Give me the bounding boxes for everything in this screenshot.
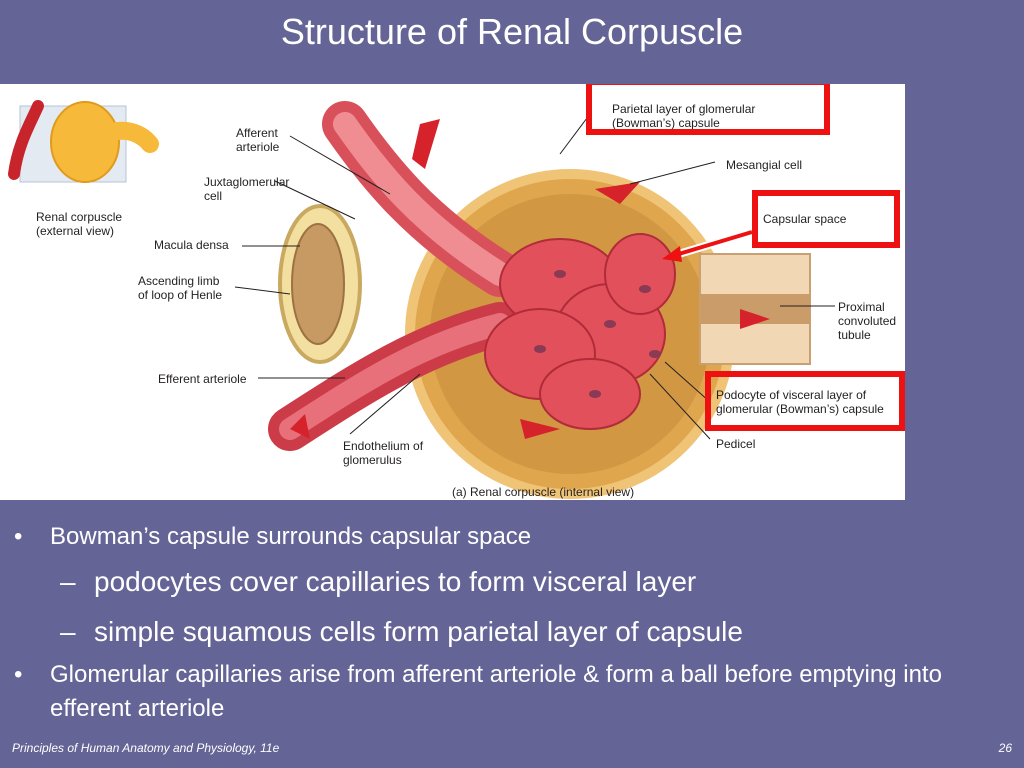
page-number: 26 [998,741,1012,755]
label-juxtaglomerular-cell: Juxtaglomerular cell [204,175,290,203]
label-efferent-arteriole: Efferent arteriole [158,372,247,386]
label-capsular-space: Capsular space [763,212,847,226]
label-parietal-layer: Parietal layer of glomerular (Bowman’s) … [612,102,756,130]
highlight-capsular-space [752,190,900,248]
label-proximal-tubule: Proximal convoluted tubule [838,300,897,342]
label-ascending-limb: Ascending limb of loop of Henle [138,274,223,302]
renal-corpuscle-figure: Renal corpuscle (external view) Afferent… [0,84,905,500]
label-macula-densa: Macula densa [154,238,229,252]
figure-caption: (a) Renal corpuscle (internal view) [452,485,635,499]
highlight-parietal-layer [586,84,830,135]
label-podocyte: Podocyte of visceral layer of glomerular… [716,388,884,416]
sub-bullet-text: simple squamous cells form parietal laye… [94,616,743,647]
label-pedicel: Pedicel [716,437,756,451]
bullet-text: Bowman’s capsule surrounds capsular spac… [50,523,532,550]
bullet-marker: • [14,523,23,550]
bullet-text: Glomerular capillaries arise from affere… [50,661,942,722]
sub-bullet-marker: – [60,566,76,597]
label-mesangial-cell: Mesangial cell [726,158,803,172]
sub-bullet-text: podocytes cover capillaries to form visc… [94,566,697,597]
renal-corpuscle-illustration [8,100,835,499]
inset-label: Renal corpuscle (external view) [36,210,123,238]
sub-bullet-marker: – [60,616,76,647]
highlight-podocyte [705,371,905,431]
label-endothelium: Endothelium of glomerulus [343,439,424,467]
footer-book-title: Principles of Human Anatomy and Physiolo… [12,741,280,755]
slide-title: Structure of Renal Corpuscle [280,11,744,52]
bullet-marker: • [14,661,23,688]
label-afferent-arteriole: Afferent arteriole [236,126,280,154]
